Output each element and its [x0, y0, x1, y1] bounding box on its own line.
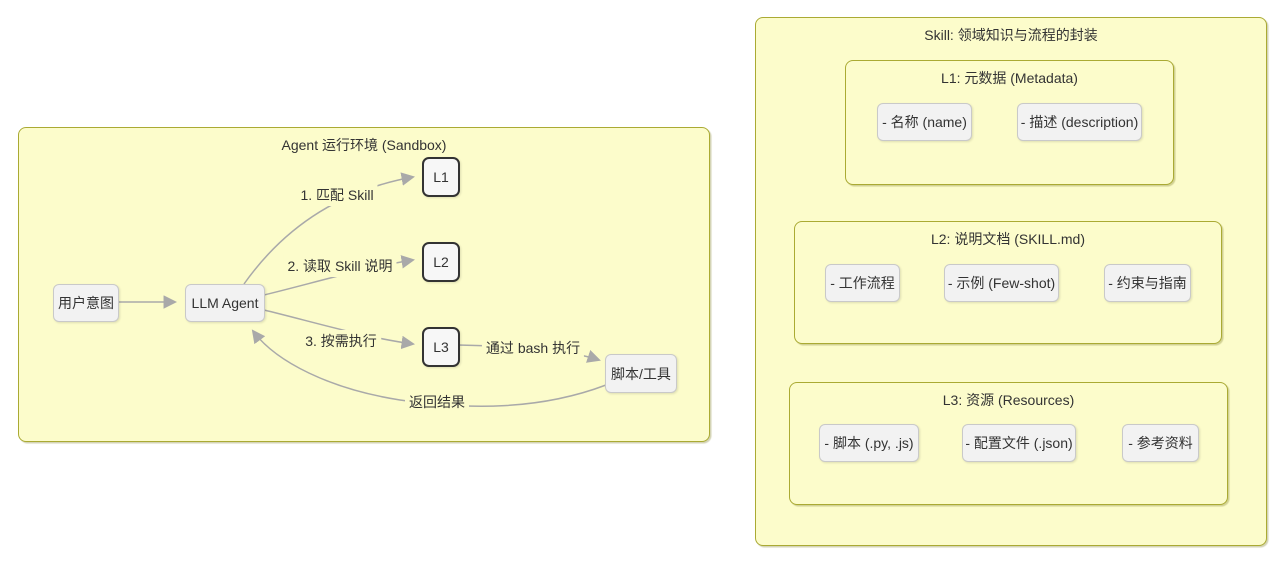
edge-label-read-skill: 2. 读取 Skill 说明 [283, 255, 397, 277]
skill-l1-item-description: - 描述 (description) [1017, 103, 1142, 141]
skill-l2-item-workflow: - 工作流程 [825, 264, 900, 302]
skill-l1-item-name: - 名称 (name) [877, 103, 972, 141]
sandbox-subgraph: Agent 运行环境 (Sandbox) [18, 127, 710, 442]
skill-l3-item-reference: - 参考资料 [1122, 424, 1199, 462]
skill-l2-item-constraints: - 约束与指南 [1104, 264, 1191, 302]
edge-label-exec-on-demand: 3. 按需执行 [301, 330, 381, 352]
sandbox-title: Agent 运行环境 (Sandbox) [281, 137, 447, 153]
skill-l3-item-config: - 配置文件 (.json) [962, 424, 1076, 462]
node-script-tool: 脚本/工具 [605, 354, 677, 393]
node-user-intent: 用户意图 [53, 284, 119, 322]
node-l3: L3 [422, 327, 460, 367]
node-l2: L2 [422, 242, 460, 282]
node-llm-agent: LLM Agent [185, 284, 265, 322]
skill-l3-title: L3: 资源 (Resources) [942, 392, 1075, 408]
skill-l2-title: L2: 说明文档 (SKILL.md) [930, 231, 1086, 247]
edge-label-match-skill: 1. 匹配 Skill [296, 184, 378, 206]
skill-l2-item-fewshot: - 示例 (Few-shot) [944, 264, 1059, 302]
skill-title: Skill: 领域知识与流程的封装 [924, 27, 1098, 43]
skill-l1-title: L1: 元数据 (Metadata) [941, 70, 1078, 86]
edge-label-return-result: 返回结果 [405, 391, 469, 413]
edge-label-via-bash: 通过 bash 执行 [481, 337, 585, 359]
skill-l3-item-scripts: - 脚本 (.py, .js) [819, 424, 919, 462]
node-l1: L1 [422, 157, 460, 197]
